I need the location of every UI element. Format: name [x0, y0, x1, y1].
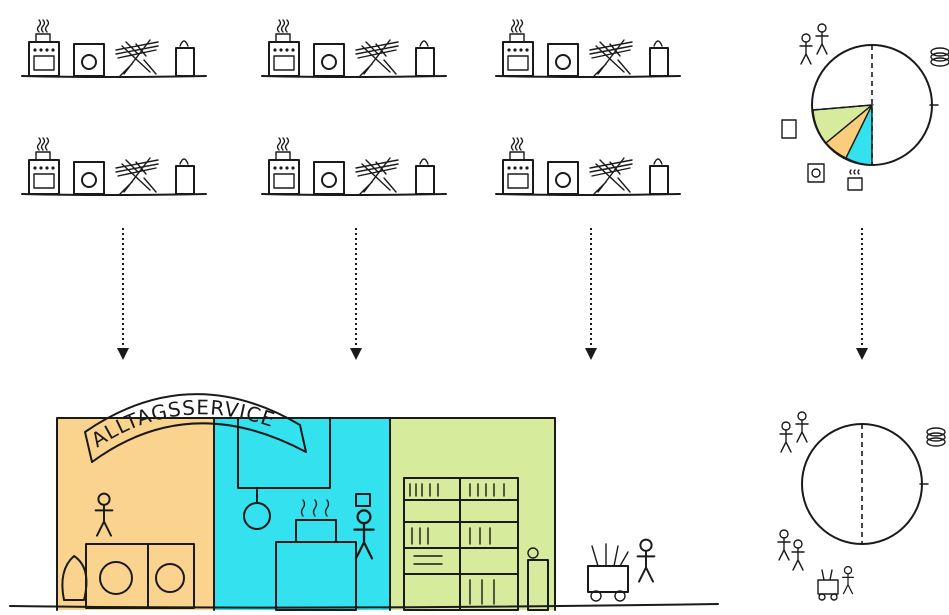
pie-before [782, 24, 949, 190]
pie-after [778, 412, 945, 600]
section-grocery [390, 418, 555, 610]
service-building: ALLTAGSSERVICE [10, 394, 718, 610]
arrow-left [117, 228, 129, 360]
household-3 [496, 20, 680, 77]
household-5 [262, 138, 446, 195]
household-6 [496, 138, 680, 195]
section-laundry [57, 418, 214, 610]
shopping-bag-icon [782, 120, 796, 138]
arrow-middle [350, 228, 362, 360]
delivery-cart [588, 540, 654, 601]
mini-cart-icon [818, 567, 853, 600]
arrow-pie [856, 228, 868, 360]
coins-icon [931, 48, 949, 66]
arrow-right [585, 228, 597, 360]
stove-icon [808, 164, 824, 182]
household-4 [22, 138, 206, 195]
household-1 [22, 20, 206, 77]
coins-icon [927, 428, 945, 446]
washing-machine-icon [848, 178, 862, 190]
household-2 [262, 20, 446, 77]
